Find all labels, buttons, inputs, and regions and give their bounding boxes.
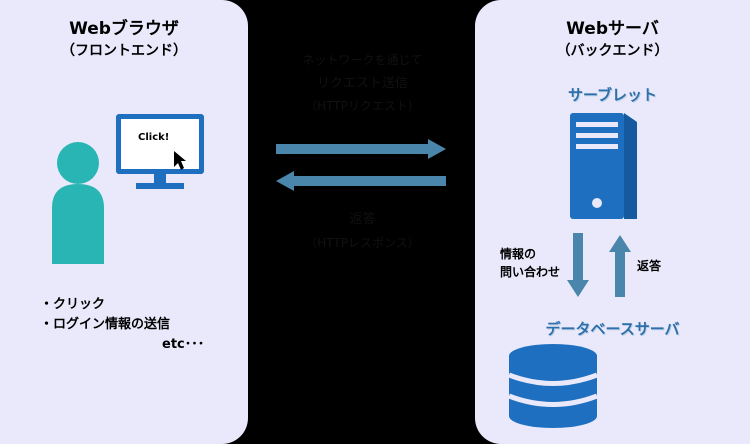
frontend-panel: Webブラウザ （フロントエンド） Click! ・クリック ・ログイン情報の送… [0, 0, 248, 444]
bullet-etc: etc･･･ [162, 337, 205, 352]
monitor-screen [121, 119, 199, 169]
server-power-icon [592, 198, 602, 208]
request-arrow-icon [276, 139, 446, 159]
server-slot-3 [576, 144, 618, 149]
query-label-line-1: 情報の [500, 247, 537, 261]
request-line-1: ネットワークを通じて [302, 53, 423, 67]
person-body-icon [52, 184, 104, 264]
server-tower-icon [570, 113, 624, 219]
monitor-neck-icon [154, 174, 166, 183]
monitor-click-text: Click! [138, 132, 170, 143]
mouse-cursor-icon [174, 151, 186, 170]
server-slot-2 [576, 133, 618, 138]
response-arrow-icon [276, 171, 446, 191]
monitor-stand-icon [136, 183, 184, 189]
frontend-subtitle: （フロントエンド） [61, 43, 187, 59]
response-line-2: （HTTPレスポンス） [305, 236, 420, 250]
query-label-line-2: 問い合わせ [500, 265, 561, 279]
frontend-title: Webブラウザ [69, 19, 179, 39]
bullet-login-send: ・ログイン情報の送信 [40, 317, 171, 332]
backend-subtitle: （バックエンド） [556, 43, 669, 59]
response-line-1: 返答 [349, 212, 376, 227]
query-down-arrow-icon [567, 233, 589, 297]
request-line-2: リクエスト送信 [316, 76, 408, 91]
database-icon [508, 344, 598, 428]
server-diagram [508, 113, 637, 428]
server-slot-1 [576, 122, 618, 127]
request-line-3: （HTTPリクエスト） [305, 99, 420, 113]
person-head-icon [57, 142, 99, 184]
user-at-computer-icon [52, 114, 204, 264]
backend-panel: Webサーバ （バックエンド） サーブレット 情報の 問い合わせ 返答 データベ… [475, 0, 750, 444]
reply-up-arrow-icon [609, 235, 631, 297]
backend-title: Webサーバ [566, 19, 659, 39]
database-server-label: データベースサーバ [545, 320, 680, 338]
server-side-icon [624, 113, 637, 219]
reply-label: 返答 [637, 259, 662, 273]
servlet-label: サーブレット [567, 86, 658, 104]
bullet-click: ・クリック [40, 297, 106, 312]
